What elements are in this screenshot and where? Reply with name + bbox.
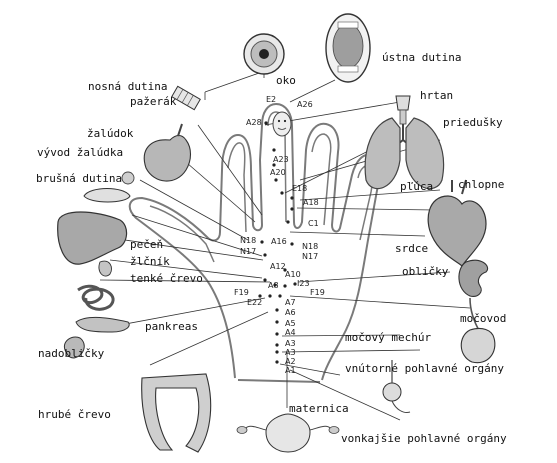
code-A26: A26: [297, 100, 313, 109]
code-F19-right: F19: [310, 288, 325, 297]
code-A3-upper: A3: [285, 339, 296, 348]
internal-genitals-drawing: [382, 360, 411, 413]
eye-drawing: [243, 33, 285, 75]
code-F19-left: F19: [234, 288, 249, 297]
code-A18: A18: [303, 198, 319, 207]
label-liver: pečeň: [130, 238, 164, 251]
code-A8: A8: [268, 281, 279, 290]
bladder-drawing: [460, 327, 496, 364]
code-A16: A16: [271, 237, 287, 246]
code-N17-left: N17: [240, 247, 257, 256]
label-esophagus: pažerák: [130, 95, 177, 108]
label-bladder: močový mechúr: [345, 331, 432, 344]
stomach-drawing: [143, 123, 192, 182]
code-A23: A23: [273, 155, 289, 164]
code-E22: E22: [247, 298, 263, 307]
label-eye: oko: [276, 74, 296, 87]
label-stomach-outlet: vývod žalúdka: [37, 146, 124, 159]
label-bronchi: priedušky: [443, 116, 503, 129]
label-kidneys: obličky: [402, 265, 449, 278]
heart-drawing: [427, 179, 487, 267]
code-A3-lower: A3: [285, 348, 296, 357]
larynx-drawing: [395, 95, 411, 125]
code-E18: E18: [292, 184, 308, 193]
code-A6: A6: [285, 308, 296, 317]
label-ureter: močovod: [460, 312, 507, 325]
pancreas-drawing: [75, 316, 130, 333]
point-dots: [258, 121, 297, 364]
code-A7: A7: [285, 298, 296, 307]
label-small-intestine: tenké črevo: [130, 272, 203, 285]
label-gallbladder: žlčník: [130, 255, 170, 268]
label-abdominal-cavity: brušná dutina: [36, 172, 123, 185]
code-A20: A20: [270, 168, 286, 177]
code-A1: A1: [285, 366, 296, 375]
label-large-intestine: hrubé črevo: [38, 408, 111, 421]
code-N18-left: N18: [240, 236, 257, 245]
lungs-drawing: [364, 117, 445, 190]
face-drawing: [272, 111, 292, 137]
adrenal-drawing: [64, 336, 85, 359]
code-A2: A2: [285, 357, 296, 366]
large-intestine-drawing: [141, 373, 212, 453]
code-C1: C1: [308, 219, 319, 228]
label-lungs: pľúca: [400, 180, 434, 193]
abdominal-cavity-drawing: [83, 171, 135, 203]
uterus-drawing: [236, 413, 340, 453]
label-stomach: žalúdok: [87, 127, 134, 140]
mouth-drawing: [325, 13, 371, 83]
gallbladder-drawing: [98, 260, 112, 277]
small-intestine-drawing: [77, 284, 115, 311]
label-external-genitals: vonkajšie pohlavné orgány: [341, 432, 507, 445]
label-larynx: hrtan: [420, 89, 454, 102]
code-A5: A5: [285, 319, 296, 328]
label-uterus: maternica: [289, 402, 349, 415]
label-pancreas: pankreas: [145, 320, 198, 333]
label-adrenals: nadobličky: [38, 347, 105, 360]
label-internal-genitals: vnútorné pohlavné orgány: [345, 362, 504, 375]
label-heart: srdce: [395, 242, 429, 255]
code-A4: A4: [285, 328, 296, 337]
label-oral-cavity: ústna dutina: [382, 51, 462, 64]
code-A10: A10: [285, 270, 301, 279]
code-N18-right: N18: [302, 242, 319, 251]
code-E2: E2: [266, 95, 277, 104]
label-heart-valves: chlopne: [458, 178, 505, 191]
code-A28: A28: [246, 118, 262, 127]
liver-drawing: [57, 211, 128, 265]
code-I23: I23: [297, 279, 310, 288]
nasal-cavity-drawing: [171, 85, 201, 111]
kidney-drawing: [458, 259, 488, 297]
label-nasal-cavity: nosná dutina: [88, 80, 168, 93]
code-N17-right: N17: [302, 252, 319, 261]
code-A12: A12: [270, 262, 286, 271]
